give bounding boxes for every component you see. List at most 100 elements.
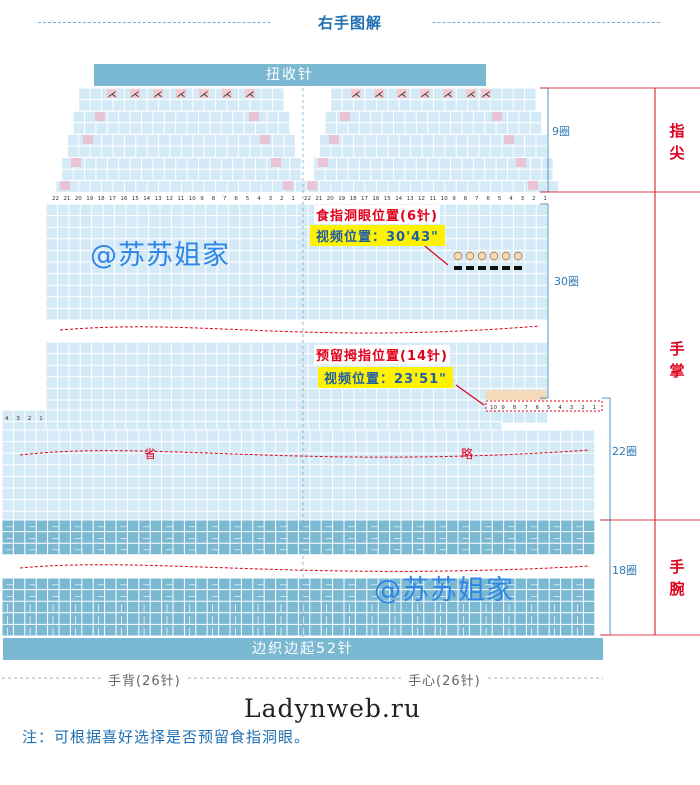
- stitch-number: 17: [361, 196, 368, 202]
- decrease-symbol: ⋌: [421, 90, 430, 100]
- thumb-number: 2: [581, 405, 585, 411]
- rib-upper-grid: [1, 519, 596, 556]
- rib-mark: —: [462, 580, 470, 589]
- stitch-number: 6: [486, 196, 490, 202]
- index-hole-mark: [465, 251, 475, 261]
- video-time-1: 视频位置：30'43": [310, 225, 445, 246]
- rib-mark: —: [188, 592, 196, 601]
- stitch-number: 8: [464, 196, 468, 202]
- stitch-number: 9: [200, 196, 204, 202]
- rib-mark: |: [120, 603, 123, 612]
- rib-purl: —: [29, 534, 37, 543]
- rib-mark: |: [234, 615, 237, 624]
- rib-mark: |: [257, 603, 260, 612]
- stitch-number: 22: [52, 196, 59, 202]
- rib-mark: —: [211, 592, 219, 601]
- rib-mark: —: [530, 580, 538, 589]
- rib-mark: —: [120, 592, 128, 601]
- stitch-number: 3: [269, 196, 273, 202]
- rib-mark: |: [166, 626, 169, 635]
- stitch-number: 20: [327, 196, 334, 202]
- decrease-mark: [249, 112, 259, 121]
- rib-mark: |: [97, 603, 100, 612]
- stitch-number: 22: [304, 196, 311, 202]
- rib-mark: |: [280, 603, 283, 612]
- stitch-number: 1: [543, 196, 547, 202]
- decrease-symbol: ⋌: [177, 90, 186, 100]
- rib-mark: |: [508, 603, 511, 612]
- decrease-mark: [340, 112, 350, 121]
- rib-mark: |: [530, 615, 533, 624]
- stitch-number: 3: [521, 196, 525, 202]
- stitch-number: 19: [338, 196, 345, 202]
- rib-mark: |: [6, 615, 9, 624]
- rib-purl: —: [508, 545, 516, 554]
- rib-mark: —: [485, 580, 493, 589]
- decrease-mark: [516, 158, 526, 167]
- video-time-2: 视频位置：23'51": [318, 367, 453, 388]
- rib-lower-grid: [1, 577, 596, 637]
- rib-purl: —: [97, 522, 105, 531]
- index-hole-bar: [514, 266, 522, 270]
- rib-mark: |: [485, 603, 488, 612]
- rib-mark: |: [325, 603, 328, 612]
- rib-mark: |: [120, 615, 123, 624]
- thumb-hole-mark: [486, 390, 546, 400]
- rib-purl: —: [211, 534, 219, 543]
- rib-mark: |: [553, 626, 556, 635]
- rib-purl: —: [530, 545, 538, 554]
- rib-mark: |: [234, 626, 237, 635]
- stitch-number: 18: [98, 196, 105, 202]
- decrease-mark: [107, 89, 117, 98]
- thumb-number: 7: [524, 405, 528, 411]
- rib-mark: —: [325, 592, 333, 601]
- rib-mark: |: [211, 626, 214, 635]
- rib-mark: |: [325, 615, 328, 624]
- rib-purl: —: [188, 534, 196, 543]
- rib-mark: |: [166, 603, 169, 612]
- bracket-palm: [540, 203, 549, 399]
- stitch-number: 10: [189, 196, 196, 202]
- rib-mark: —: [348, 580, 356, 589]
- stitch-number: 11: [429, 196, 436, 202]
- decrease-mark: [271, 158, 281, 167]
- rib-purl: —: [508, 522, 516, 531]
- decrease-mark: [71, 158, 81, 167]
- rib-mark: —: [553, 592, 561, 601]
- rib-purl: —: [29, 545, 37, 554]
- decrease-symbol: ⋌: [375, 90, 384, 100]
- rib-mark: —: [439, 592, 447, 601]
- middle-grid: [1, 429, 596, 524]
- rib-mark: |: [74, 615, 77, 624]
- zone-fingertip: 指尖: [669, 122, 685, 162]
- stitch-number: 16: [372, 196, 379, 202]
- rib-purl: —: [553, 522, 561, 531]
- rib-mark: |: [29, 603, 32, 612]
- stitch-number: 6: [234, 196, 238, 202]
- rib-purl: —: [371, 522, 379, 531]
- rib-mark: —: [166, 580, 174, 589]
- rib-mark: |: [371, 603, 374, 612]
- rib-mark: |: [52, 603, 55, 612]
- rib-mark: |: [439, 626, 442, 635]
- decrease-mark: [351, 89, 361, 98]
- rib-mark: —: [530, 592, 538, 601]
- decrease-mark: [374, 89, 384, 98]
- stitch-number: 7: [223, 196, 227, 202]
- index-hole-mark: [489, 251, 499, 261]
- rib-mark: |: [302, 603, 305, 612]
- rounds-tip: 9圈: [552, 125, 570, 138]
- rib-mark: |: [143, 626, 146, 635]
- rib-mark: |: [371, 615, 374, 624]
- rib-purl: —: [462, 545, 470, 554]
- back-of-hand-label: 手背(26针): [104, 670, 185, 689]
- rib-purl: —: [257, 534, 265, 543]
- rib-purl: —: [348, 522, 356, 531]
- rib-purl: —: [52, 522, 60, 531]
- stitch-number: 8: [212, 196, 216, 202]
- rib-mark: |: [188, 615, 191, 624]
- decrease-symbol: ⋌: [108, 90, 117, 100]
- stitch-number: 2: [532, 196, 536, 202]
